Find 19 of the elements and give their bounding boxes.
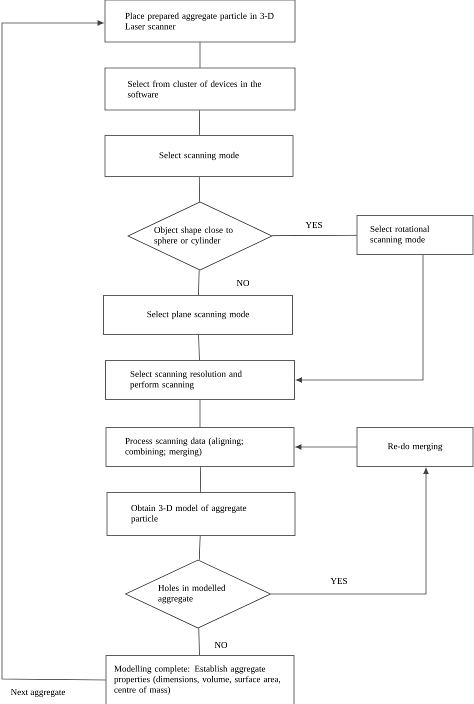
edge-label: NO — [236, 278, 250, 288]
edge-label: YES — [304, 220, 324, 230]
process-box: Select scanning mode — [104, 135, 294, 177]
process-box: Select rotational scanning mode — [356, 215, 474, 255]
edge-label: Next aggregate — [10, 688, 66, 698]
arrow — [2, 20, 106, 680]
process-box: Obtain 3-D model of aggregate particle — [106, 492, 296, 536]
arrow — [296, 254, 424, 383]
process-box: Re-do merging — [356, 427, 474, 467]
process-box: Select plane scanning mode — [103, 295, 293, 335]
arrow — [270, 468, 429, 594]
process-box: Modelling complete: Establish aggregate properties (dimensions, volume, surface area, centre of mass) — [106, 655, 294, 704]
process-box: Process scanning data (aligning; combining; merging) — [106, 427, 294, 467]
process-box: Place prepared aggregate particle in 3-D Laser scanner — [104, 0, 296, 42]
edge-label: NO — [214, 640, 228, 650]
edge-label: YES — [330, 576, 348, 586]
process-box: Select scanning resolution and perform scanning — [105, 360, 295, 400]
process-box: Select from cluster of devices in the software — [104, 68, 296, 110]
arrow — [295, 444, 357, 450]
